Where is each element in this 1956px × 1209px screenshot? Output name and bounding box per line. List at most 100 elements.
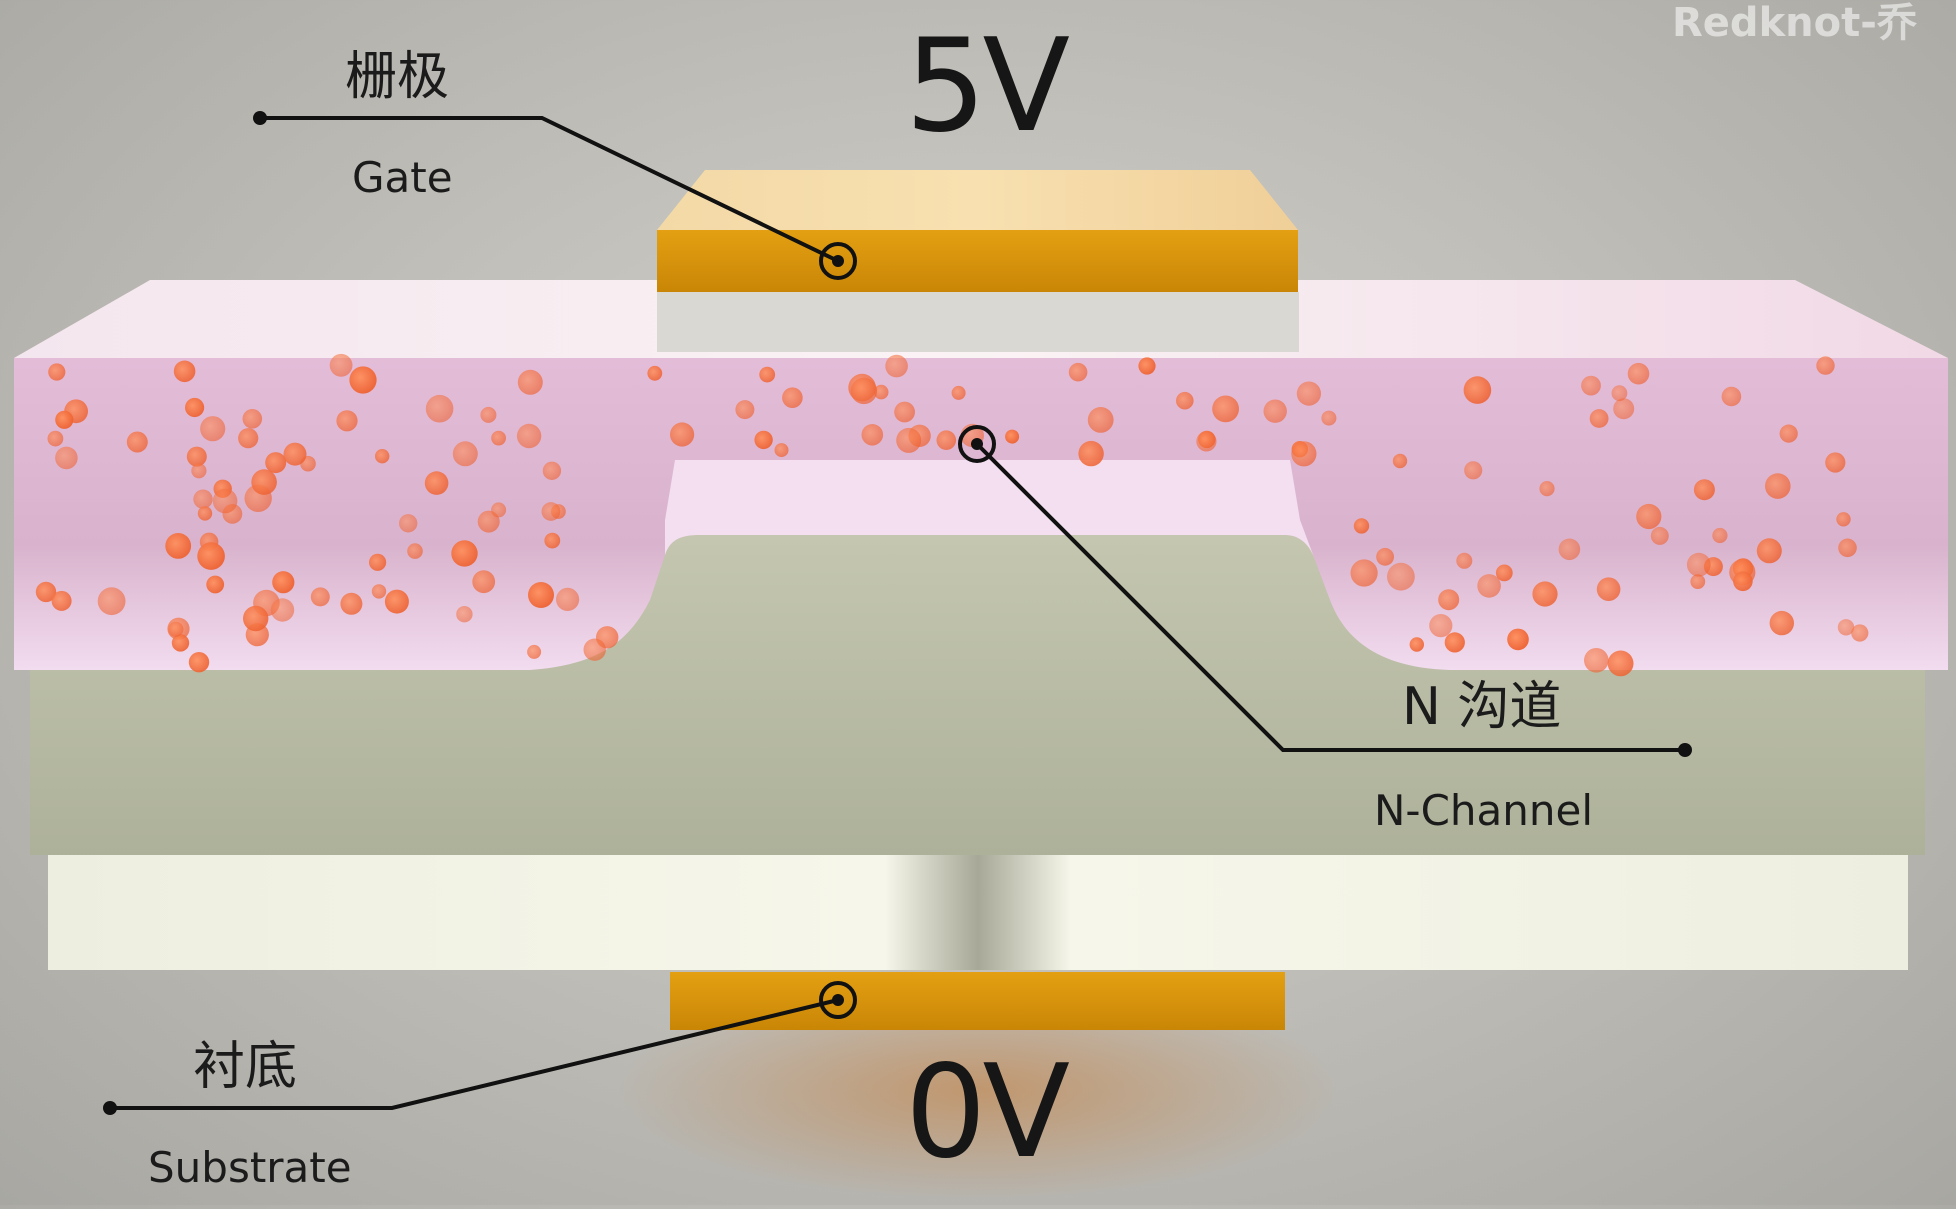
electron-particle — [861, 424, 884, 446]
electron-particle — [1636, 503, 1662, 530]
electron-particle — [212, 488, 238, 514]
electron-particle — [55, 410, 74, 429]
electron-particle — [168, 621, 184, 637]
electron-particle — [173, 360, 196, 383]
electron-particle — [206, 575, 225, 594]
substrate-electrode — [670, 972, 1285, 1030]
electron-particle — [782, 387, 803, 409]
electron-particle — [375, 449, 390, 464]
gate-top-face — [657, 170, 1298, 230]
electron-particle — [1477, 574, 1501, 598]
electron-particle — [371, 584, 387, 599]
watermark: Redknot-乔 — [1672, 0, 1917, 46]
electron-particle — [384, 589, 409, 614]
electron-particle — [1353, 518, 1370, 534]
electron-particle — [774, 443, 789, 458]
electron-particle — [1581, 375, 1601, 396]
gate-voltage: 5V — [905, 12, 1070, 161]
electron-particle — [51, 590, 72, 611]
electron-particle — [1589, 409, 1609, 428]
electron-particle — [1456, 552, 1473, 569]
electron-particle — [369, 553, 387, 571]
electron-particle — [1212, 395, 1239, 423]
electron-particle — [1769, 610, 1795, 636]
electron-particle — [193, 489, 213, 509]
electron-particle — [1836, 512, 1851, 527]
bottom-layer — [48, 855, 1908, 970]
electron-particle — [35, 581, 57, 603]
electron-particle — [272, 571, 295, 594]
leader-lines — [110, 116, 1685, 1110]
electron-particle — [1296, 381, 1321, 406]
electron-particle — [1409, 637, 1425, 652]
channel-label-en: N-Channel — [1374, 786, 1594, 835]
channel-highlight — [665, 460, 1315, 560]
electron-particle — [185, 397, 205, 418]
electron-particle — [647, 365, 663, 381]
electron-particle — [556, 587, 580, 612]
gate-leader-dot — [253, 111, 267, 125]
electron-particle — [336, 410, 358, 432]
electron-particle — [1005, 429, 1020, 444]
electron-particle — [1613, 398, 1635, 420]
electron-particle — [238, 428, 259, 449]
electron-particle — [1690, 574, 1706, 589]
electron-particle — [1444, 632, 1465, 653]
electron-particle — [1721, 386, 1742, 407]
substrate-target-ring — [819, 981, 857, 1019]
electron-particle — [936, 430, 957, 451]
electron-particle — [242, 409, 263, 429]
electron-particle — [894, 401, 915, 423]
electron-particle — [1596, 577, 1621, 601]
electron-particle — [283, 442, 307, 466]
electron-particle — [541, 502, 561, 521]
electron-particle — [1291, 441, 1317, 467]
electron-particle — [1068, 362, 1088, 382]
electron-particle — [340, 592, 363, 615]
electron-particle — [48, 363, 66, 381]
electron-particle — [165, 533, 192, 559]
electron-particle — [1387, 562, 1415, 591]
substrate-leader-line — [110, 998, 839, 1110]
electron-particle — [528, 582, 554, 608]
electron-particle — [424, 471, 449, 495]
electron-particle — [1138, 357, 1156, 375]
electron-particle — [517, 369, 543, 395]
electron-particle — [399, 514, 418, 533]
electron-particle — [1584, 648, 1609, 673]
electron-particle — [1851, 624, 1869, 642]
substrate-target-dot — [832, 994, 844, 1006]
gate-target-dot — [832, 255, 844, 267]
electron-particle — [1765, 473, 1791, 499]
electron-particle — [197, 506, 213, 521]
electron-particle — [55, 446, 78, 470]
electron-particle — [1779, 424, 1798, 443]
electron-particle — [1825, 452, 1846, 473]
electron-particle — [735, 400, 755, 420]
electron-particle — [1712, 527, 1728, 544]
electron-particle — [1463, 376, 1492, 404]
contact-glow — [618, 980, 1338, 1200]
substrate-label-en: Substrate — [148, 1143, 352, 1192]
gate-label-en: Gate — [352, 153, 453, 202]
electron-particle — [243, 605, 269, 632]
electron-particle — [896, 427, 922, 453]
electron-particle — [1438, 589, 1460, 611]
electron-particle — [1611, 385, 1628, 402]
electron-particle — [1376, 547, 1394, 566]
electron-particle — [850, 377, 878, 405]
electron-particle — [1464, 461, 1483, 480]
electron-particle — [951, 385, 966, 400]
electron-particle — [329, 353, 353, 377]
electron-particle — [527, 644, 542, 659]
electron-particle — [451, 540, 478, 567]
electron-particle — [1816, 356, 1835, 375]
electron-particle — [873, 384, 889, 400]
electron-particle — [47, 430, 64, 447]
electron-particle — [1686, 552, 1711, 577]
electron-particle — [270, 598, 295, 622]
substrate-leader-dot — [103, 1101, 117, 1115]
electron-particle — [759, 366, 776, 383]
